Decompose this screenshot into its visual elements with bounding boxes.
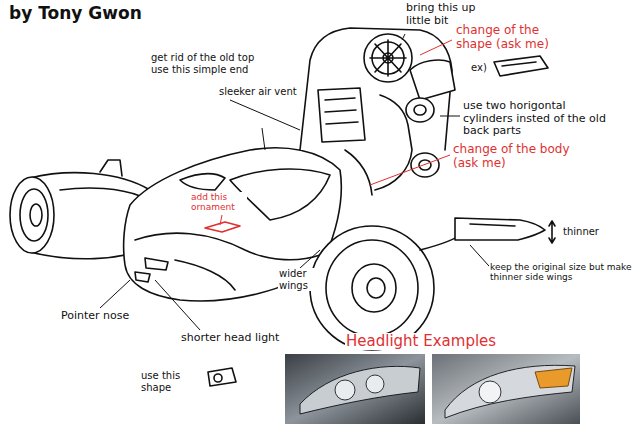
annotation-note: keep the original size but make thinner …: [489, 262, 636, 283]
annotation-note: add this ornament: [190, 192, 247, 213]
annotation-note: by Tony Gwon: [8, 4, 143, 24]
annotation-note: get rid of the old top use this simple e…: [150, 52, 267, 75]
annotation-note: shorter head light: [180, 332, 280, 345]
annotation-note: thinner: [562, 226, 600, 238]
annotation-note: change of the body (ask me): [452, 143, 579, 171]
annotation-note: change of the shape (ask me): [455, 24, 572, 52]
annotation-note: Headlight Examples: [345, 333, 497, 350]
annotation-note: ex): [470, 62, 488, 74]
annotation-note: sleeker air vent: [218, 86, 298, 98]
annotation-note: use two horigontal cylinders insted of t…: [462, 100, 614, 138]
annotation-note: use this shape: [140, 370, 202, 393]
annotation-note: wider wings: [278, 268, 325, 291]
headlight-photo: [432, 354, 580, 424]
annotation-note: Pointer nose: [60, 310, 130, 323]
headlight-photo: [285, 354, 425, 424]
